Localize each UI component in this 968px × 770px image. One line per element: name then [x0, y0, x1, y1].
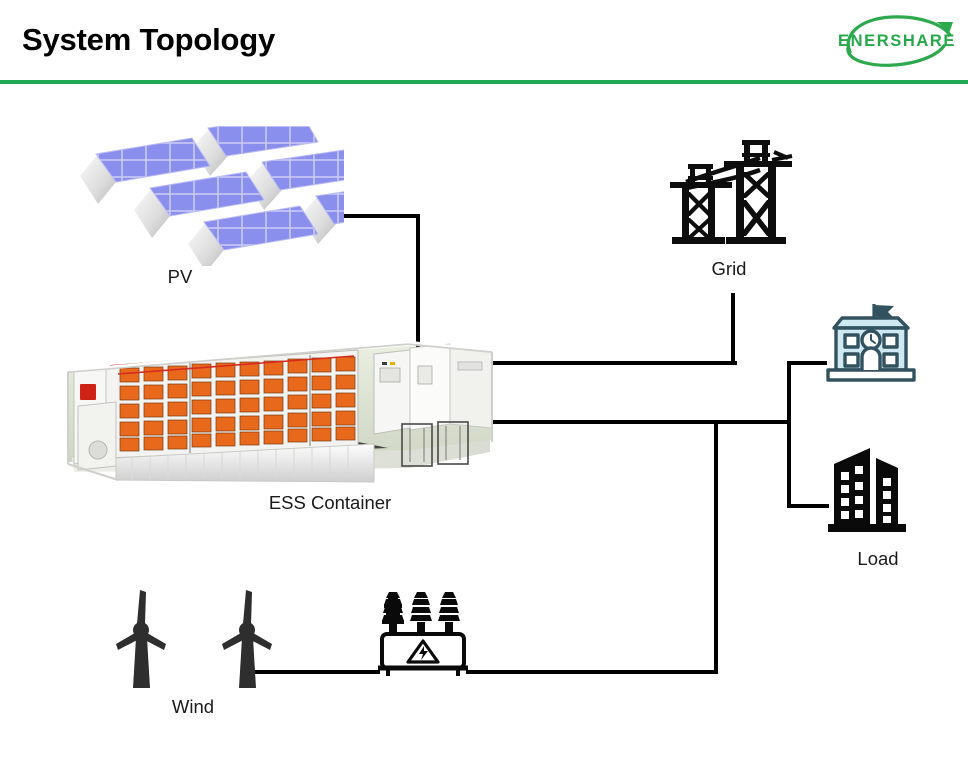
office-buildings-icon [828, 448, 906, 532]
enershare-logo: ENERSHARE [832, 8, 962, 70]
transformer-to-ess-wire-horizontal [466, 670, 718, 674]
grid-label: Grid [711, 258, 747, 279]
enershare-logo-text: ENERSHARE [837, 32, 956, 50]
load-buildings-node [822, 438, 928, 538]
wind-turbine-icon [116, 590, 272, 688]
pcs-cabinets [373, 343, 493, 467]
ess-to-school-wire-horizontal [787, 361, 827, 365]
transformer-to-ess-wire-vertical [714, 420, 718, 672]
ess-container-label: ESS Container [268, 492, 392, 513]
pv-array [74, 113, 411, 272]
solar-panel-array-icon [80, 113, 411, 272]
pv-label: PV [167, 266, 193, 287]
load-label: Load [857, 548, 899, 569]
enershare-logo-mark [846, 15, 953, 67]
transmission-tower-icon [670, 140, 793, 244]
battery-racks [105, 347, 359, 459]
page-title: System Topology [22, 22, 276, 57]
slide-header: System Topology ENERSHARE [0, 0, 968, 84]
ess-container-node [58, 332, 496, 492]
header-divider [0, 80, 968, 84]
ess-to-load-wire-horizontal [480, 420, 791, 424]
grid-node [664, 136, 794, 256]
school-building-node [818, 302, 924, 388]
pv-row-middle [134, 149, 359, 238]
transformer-icon [378, 592, 468, 676]
right-bus-vertical [787, 361, 791, 508]
wind-to-transformer-wire [252, 670, 380, 674]
grid-to-ess-wire-vertical [731, 293, 735, 363]
load-spur-wire [787, 504, 829, 508]
wind-turbines-node [96, 588, 292, 692]
battery-container-icon [67, 340, 493, 483]
grid-to-ess-wire-horizontal [488, 361, 737, 365]
pv-to-ess-wire-vertical [416, 214, 420, 351]
transformer-node [374, 588, 472, 680]
school-building-icon [826, 304, 916, 382]
wind-label: Wind [171, 696, 215, 717]
pv-to-ess-wire-horizontal [326, 214, 420, 218]
